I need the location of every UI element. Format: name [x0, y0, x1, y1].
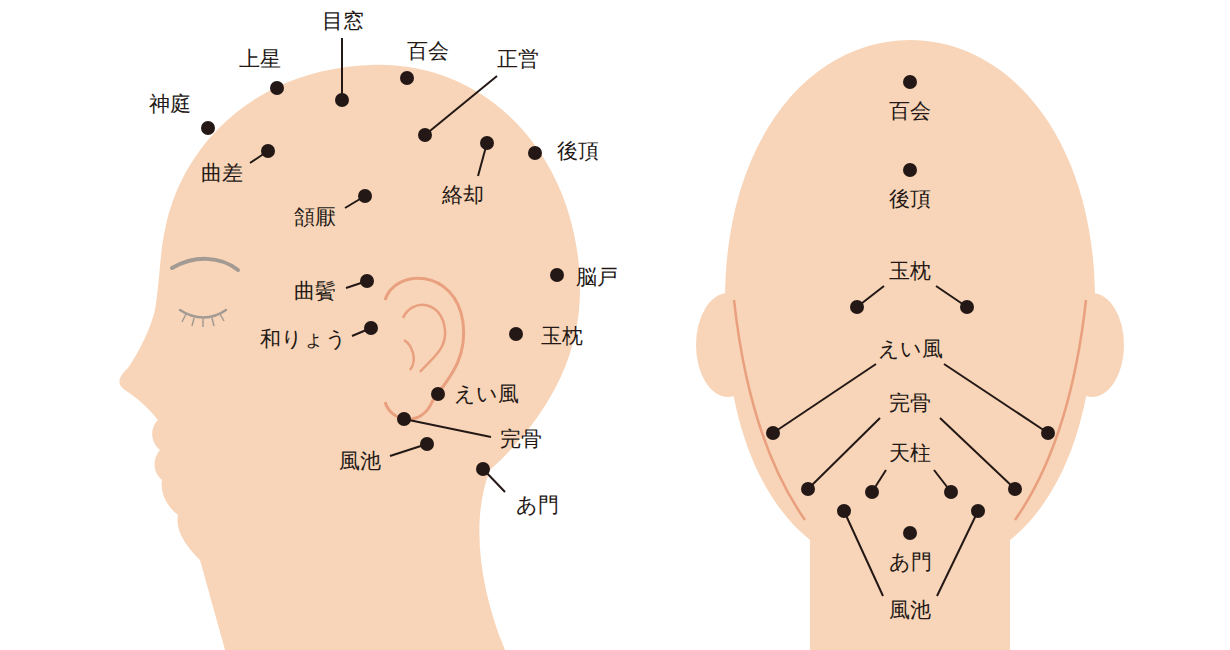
point-label: 和りょう [260, 328, 347, 351]
eyebrow [172, 259, 238, 270]
point-label: 玉枕 [889, 260, 931, 283]
point-label: 神庭 [149, 93, 191, 116]
point-label: 風池 [889, 599, 931, 622]
point-label: あ門 [889, 551, 932, 574]
closed-eye [180, 310, 226, 318]
point-label: 完骨 [500, 428, 542, 451]
point-label: 風池 [339, 450, 381, 473]
point-label: 後頂 [889, 188, 931, 211]
point-label: 頷厭 [294, 206, 336, 229]
point-label: 完骨 [889, 392, 931, 415]
point-label: 天柱 [889, 442, 931, 465]
point-label: 脳戸 [576, 266, 618, 289]
point-label: 百会 [407, 40, 449, 63]
point-label: 百会 [889, 100, 931, 123]
ear [385, 278, 464, 419]
point-label: 玉枕 [541, 325, 583, 348]
ear-edge [734, 300, 1086, 520]
point-label: えい風 [878, 338, 943, 361]
point-label: 目窓 [322, 10, 364, 33]
leader-lines [250, 38, 1048, 596]
eyelash [182, 314, 224, 327]
back-head [725, 40, 1095, 650]
point-label: えい風 [454, 383, 519, 406]
profile-head [119, 65, 580, 650]
ear-inner [403, 305, 445, 372]
point-label: あ門 [516, 494, 559, 517]
point-label: 上星 [239, 48, 281, 71]
point-label: 正営 [497, 48, 539, 71]
point-label: 曲差 [201, 162, 243, 185]
point-label: 後頂 [557, 140, 599, 163]
point-dots [201, 71, 1055, 540]
point-label: 曲鬢 [294, 280, 336, 303]
point-label: 絡却 [442, 184, 484, 207]
